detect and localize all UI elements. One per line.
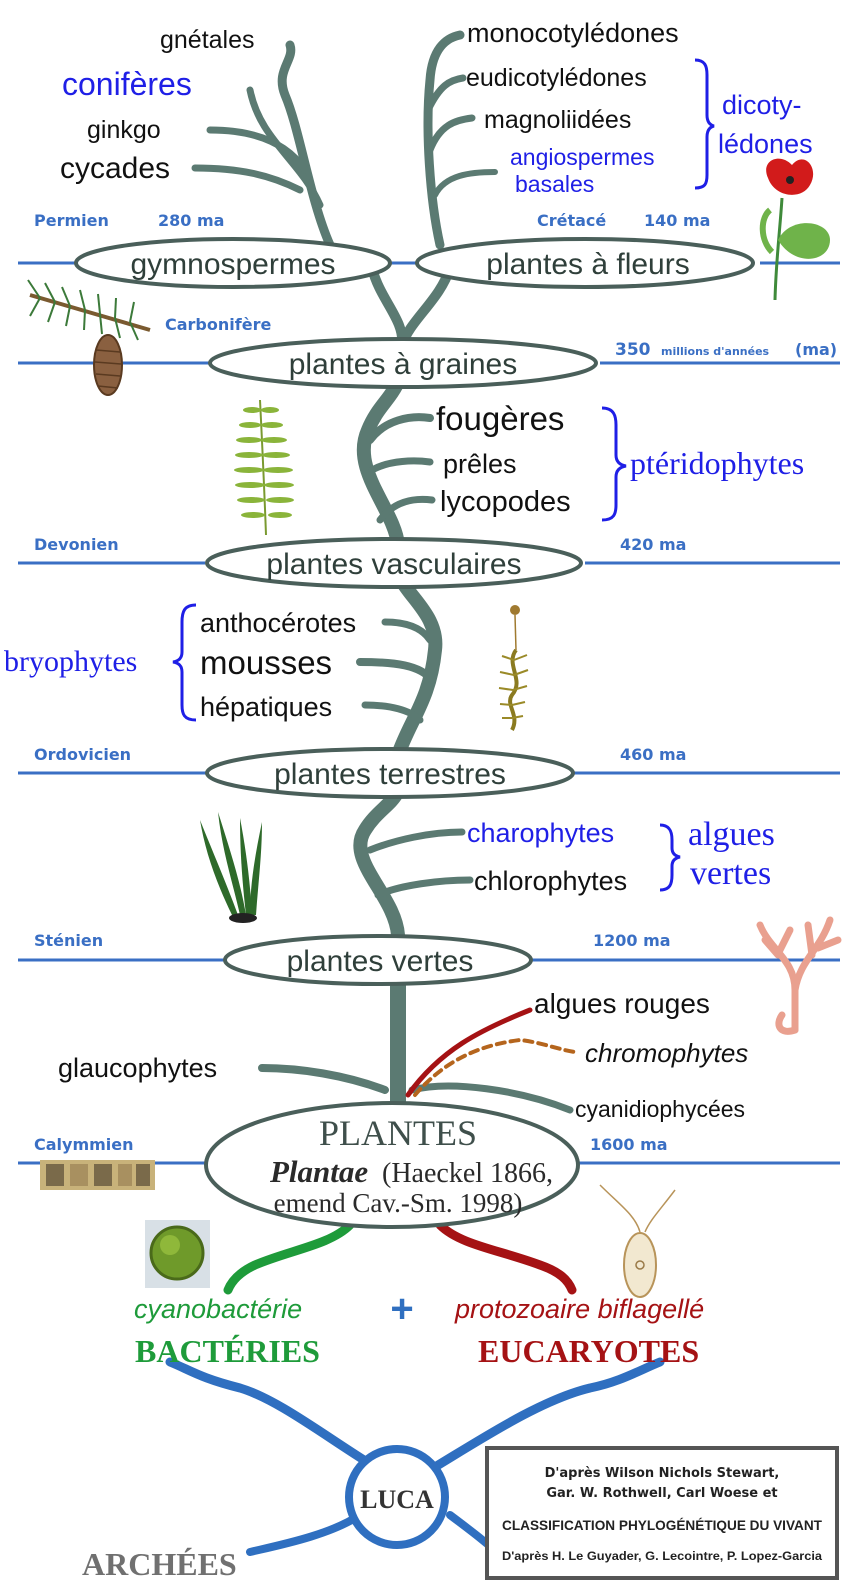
plantes-vasculaires-label: plantes vasculaires [266, 548, 521, 581]
plantes-vertes-label: plantes vertes [287, 945, 474, 978]
bacteries-label: BACTÉRIES [135, 1333, 320, 1369]
leaf-algues-rouges: algues rouges [534, 988, 710, 1019]
plantes-title: PLANTES [319, 1113, 477, 1153]
plus-sign: + [390, 1287, 413, 1331]
luca-label: LUCA [360, 1485, 434, 1514]
poppy-illustration [763, 159, 830, 300]
era-cretace: Crétacé [537, 211, 606, 230]
leaf-preles: prêles [443, 449, 517, 479]
era-devonien: Devonien [34, 535, 119, 554]
leaf-lycopodes: lycopodes [440, 486, 571, 518]
seaweed-illustration [200, 812, 262, 923]
age-1600: 1600 ma [590, 1135, 668, 1154]
fossil-illustration [40, 1160, 155, 1190]
leaf-angiospermes: angiospermes [510, 144, 654, 170]
eukaryote-root [440, 1225, 572, 1290]
plantes-graines-label: plantes à graines [289, 348, 518, 381]
archees-label: ARCHÉES [82, 1546, 237, 1582]
age-350-unit: (ma) [795, 340, 837, 359]
green-algae-bracket [660, 825, 680, 890]
age-460: 460 ma [620, 745, 686, 764]
dicot-bracket [695, 60, 714, 188]
age-140: 140 ma [644, 211, 710, 230]
plantes-terrestres-label: plantes terrestres [274, 758, 506, 791]
leaf-dicoty-2: lédones [718, 129, 813, 159]
plantes-fleurs-label: plantes à fleurs [486, 248, 689, 281]
leaf-chromophytes: chromophytes [585, 1038, 748, 1068]
era-stenien: Sténien [34, 931, 103, 950]
plantae-author-1: (Haeckel 1866, [382, 1158, 553, 1189]
red-algae-illustration [760, 920, 838, 1031]
leaf-coniferes: conifères [62, 66, 192, 102]
credits-line-2: Gar. W. Rothwell, Carl Woese et [546, 1486, 777, 1501]
leaf-mousses: mousses [200, 644, 332, 681]
leaf-cyanidiophycees: cyanidiophycées [575, 1096, 745, 1122]
leaf-basales: basales [515, 171, 594, 197]
gymnospermes-label: gymnospermes [130, 248, 335, 281]
leaf-dicoty-1: dicoty- [722, 90, 802, 120]
leaf-ginkgo: ginkgo [87, 116, 161, 144]
timeline-lines [18, 263, 840, 1163]
leaf-gnetales: gnétales [160, 26, 255, 54]
leaf-glaucophytes: glaucophytes [58, 1053, 217, 1083]
era-permien: Permien [34, 211, 109, 230]
age-420: 420 ma [620, 535, 686, 554]
leaf-eudicotyledones: eudicotylédones [466, 64, 647, 92]
leaf-charophytes: charophytes [467, 818, 614, 848]
cyanobacterie-label: cyanobactérie [134, 1294, 302, 1324]
eucaryotes-label: EUCARYOTES [478, 1333, 699, 1369]
credits-box: D'après Wilson Nichols Stewart, Gar. W. … [487, 1448, 837, 1578]
leaf-magnoliidees: magnoliidées [484, 106, 631, 134]
plantae-latin: Plantae [269, 1154, 368, 1189]
age-350-suffix: millions d'années [661, 345, 770, 358]
leaf-chlorophytes: chlorophytes [474, 866, 627, 896]
era-carbonifere: Carbonifère [165, 315, 271, 334]
era-ordovicien: Ordovicien [34, 745, 131, 764]
cyanobacterium-illustration [145, 1220, 210, 1288]
bacteria-root [228, 1225, 350, 1290]
age-350: 350 [615, 340, 651, 360]
leaf-monocotyledones: monocotylédones [467, 18, 679, 48]
leaf-fougeres: fougères [436, 400, 564, 437]
leaf-vertes: vertes [690, 855, 771, 892]
credits-line-4: D'après H. Le Guyader, G. Lecointre, P. … [502, 1549, 822, 1563]
plantae-author-2: emend Cav.-Sm. 1998) [274, 1188, 523, 1218]
moss-illustration [499, 605, 528, 730]
leaf-bryophytes: bryophytes [4, 645, 137, 678]
credits-line-1: D'après Wilson Nichols Stewart, [545, 1466, 780, 1481]
leaf-hepatiques: hépatiques [200, 692, 332, 722]
protozoaire-label: protozoaire biflagellé [454, 1294, 704, 1324]
leaf-pteridophytes: ptéridophytes [630, 445, 804, 481]
leaf-algues: algues [688, 816, 775, 853]
bryophyte-bracket [173, 605, 196, 720]
era-calymmien: Calymmien [34, 1135, 134, 1154]
leaf-cycades: cycades [60, 152, 170, 185]
fern-illustration [234, 400, 294, 535]
credits-line-3: CLASSIFICATION PHYLOGÉNÉTIQUE DU VIVANT [502, 1517, 822, 1533]
protozoan-illustration [600, 1185, 675, 1297]
leaf-anthocerotes: anthocérotes [200, 608, 356, 638]
pine-illustration [28, 280, 150, 395]
age-280: 280 ma [158, 211, 224, 230]
age-1200: 1200 ma [593, 931, 671, 950]
pteridophyte-bracket [602, 408, 626, 520]
